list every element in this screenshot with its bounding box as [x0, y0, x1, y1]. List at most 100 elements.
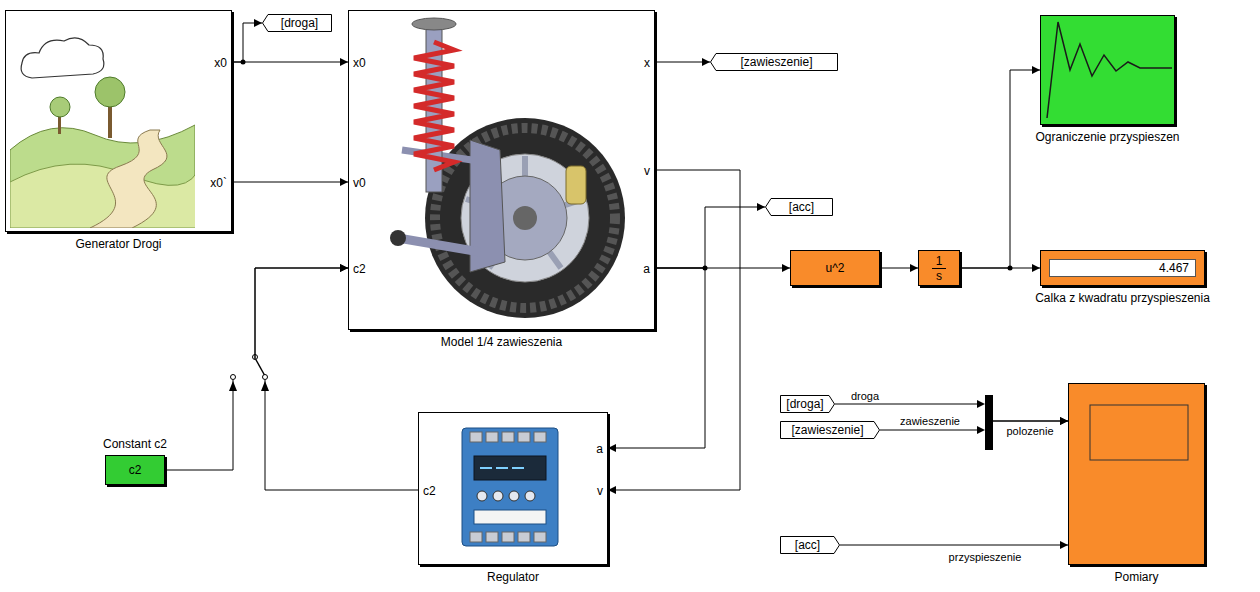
tag-outline: [781, 537, 840, 554]
lcd-segments: [512, 467, 524, 469]
constant-block: c2Constant c2: [105, 455, 165, 485]
terminals: [470, 432, 546, 542]
signal-line: [608, 268, 705, 448]
block-text: u^2: [826, 260, 845, 276]
terminals: [502, 532, 514, 542]
block-name: Calka z kwadratu przyspieszenia: [1035, 290, 1210, 306]
device-body: [462, 428, 558, 546]
signal-line: [840, 545, 1068, 546]
lcd: [474, 456, 546, 480]
lcd-segments: [496, 467, 508, 469]
arrowhead: [977, 426, 985, 434]
signal-line: [655, 62, 710, 63]
manual-switch-symbol: [229, 355, 269, 392]
signal-line: [960, 268, 1040, 269]
port-label: v: [644, 163, 650, 179]
tag-outline: [781, 422, 880, 439]
lower-arm: [398, 238, 480, 252]
block-ground: [349, 11, 654, 329]
subsystem-block: x0v0c2xvaModel 1/4 zawieszenia: [348, 10, 655, 330]
terminals: [534, 432, 546, 442]
scope-trace: [1047, 22, 1172, 118]
block-name: Generator Drogi: [75, 236, 161, 252]
hub: [513, 206, 537, 230]
signal-line: [608, 170, 740, 490]
tag-outline: [711, 54, 838, 71]
terminals: [470, 432, 482, 442]
manual-switch-symbol: [255, 358, 265, 376]
manual-switch-symbol: [263, 375, 268, 380]
goto-tag: [acc]: [765, 198, 833, 216]
port-label: x0: [353, 55, 366, 71]
signal-line: [232, 182, 348, 183]
from-tag: [droga]: [780, 395, 835, 413]
port-label: a: [596, 441, 603, 457]
junction-dot: [241, 60, 1013, 271]
port-label: x0: [214, 55, 227, 71]
signal-name: przyspieszenie: [947, 551, 1024, 564]
display-block: 4.467Calka z kwadratu przyspieszenia: [1040, 250, 1205, 286]
block-text: c2: [129, 462, 142, 478]
signal-name: zawieszenie: [898, 415, 962, 428]
block-text: [droga]: [786, 396, 823, 412]
tree-crown: [95, 77, 125, 107]
scope-ground: [1040, 15, 1175, 125]
terminals: [486, 432, 498, 442]
subsystem-block: x0x0`Generator Drogi: [5, 10, 232, 232]
port-label: x0`: [210, 175, 227, 191]
cloud: [21, 38, 104, 78]
signal-line: [655, 207, 765, 268]
block-text: [acc]: [795, 537, 820, 553]
road-landscape-picture: [10, 38, 195, 228]
port-label: c2: [353, 261, 366, 277]
tread: [435, 128, 615, 308]
port-label: v0: [353, 175, 366, 191]
signal-line: [255, 268, 418, 490]
signal-line: [960, 70, 1040, 268]
from-tag: [acc]: [780, 536, 840, 554]
goto-tag: [zawieszenie]: [710, 53, 838, 71]
block-text: 4.467: [1049, 259, 1196, 277]
block-text: [zawieszenie]: [791, 422, 863, 438]
buttons: [509, 491, 519, 501]
block-text: s: [936, 269, 942, 283]
manual-switch-symbol: [231, 375, 236, 380]
block-ground: [419, 413, 607, 564]
mux-bar: [985, 395, 993, 450]
block-text: [droga]: [281, 15, 318, 31]
port-label: a: [643, 261, 650, 277]
scope-picture: [1068, 383, 1205, 565]
math-function-block: u^2: [790, 250, 880, 286]
controller-picture: [419, 413, 607, 564]
spring: [414, 42, 454, 170]
port-label: c2: [423, 483, 436, 499]
block-name: Constant c2: [103, 436, 167, 452]
block-ground: [6, 11, 231, 231]
caliper: [566, 166, 586, 204]
buttons: [493, 491, 503, 501]
scope-block: Pomiary: [1068, 383, 1205, 565]
suspension-picture: [349, 11, 654, 329]
signal-line: [165, 268, 348, 470]
port-label: v: [597, 483, 603, 499]
road-landscape-picture: [6, 11, 231, 231]
scope-block: Ograniczenie przyspieszen: [1040, 15, 1175, 125]
signal-name: polozenie: [1004, 425, 1055, 438]
port-label: x: [644, 55, 650, 71]
name-plate: [474, 510, 546, 524]
tree-crown: [50, 97, 70, 117]
lcd-segments: [480, 467, 492, 469]
buttons: [477, 491, 487, 501]
from-tag: [zawieszenie]: [780, 421, 880, 439]
goto-tag: [droga]: [262, 14, 332, 32]
block-name: Regulator: [487, 569, 539, 585]
tag-outline: [263, 15, 332, 32]
subsystem-block: avc2Regulator: [418, 412, 608, 565]
terminals: [470, 532, 482, 542]
lcd-segments: [480, 467, 524, 469]
signal-line: [232, 23, 262, 62]
block-text: [acc]: [789, 199, 814, 215]
signal-name: droga: [849, 390, 881, 403]
